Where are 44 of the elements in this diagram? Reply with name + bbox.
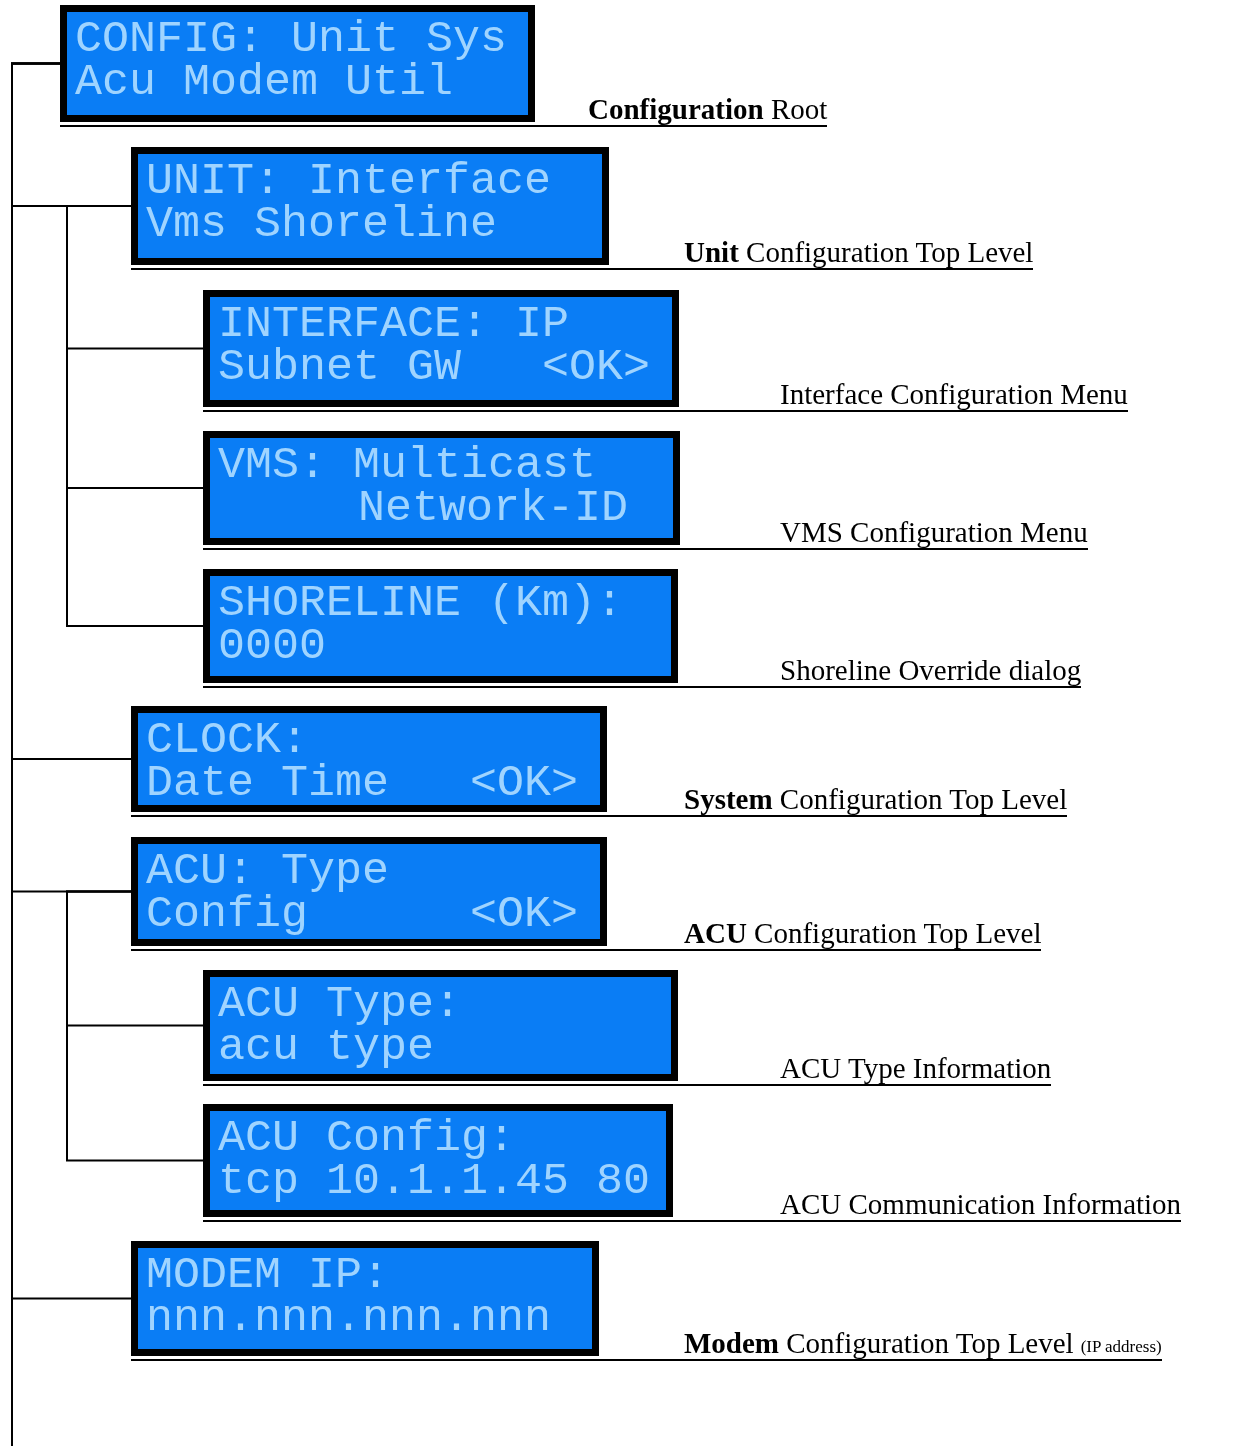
lcd-text: tcp 10.1.1.45 80 xyxy=(218,1160,652,1203)
lcd-text: Subnet GW <OK> xyxy=(218,346,652,389)
underlined-menu-item xyxy=(131,837,1042,951)
connector-line xyxy=(66,205,204,627)
node-caption: System Configuration Top Level xyxy=(684,784,1068,814)
lcd-text: Network-ID xyxy=(357,487,630,530)
lcd-text: CONFIG: Unit Sys xyxy=(75,18,509,61)
node-caption: Interface Configuration Menu xyxy=(780,379,1128,409)
underlined-menu-item xyxy=(131,1241,1162,1361)
node-caption: Unit Configuration Top Level xyxy=(684,237,1034,267)
lcd-text: ACU Type: xyxy=(218,983,463,1026)
underlined-menu-item xyxy=(131,147,1034,270)
lcd-text: Vms Shoreline xyxy=(146,203,499,246)
node-caption: Configuration Root xyxy=(588,94,828,124)
node-caption: ACU Communication Information xyxy=(780,1189,1182,1219)
lcd-text: Date Time <OK> xyxy=(146,762,580,805)
lcd-text: ACU: Type xyxy=(146,850,391,893)
lcd-text: MODEM IP: xyxy=(146,1254,391,1297)
lcd-text: SHORELINE (Km): xyxy=(218,582,625,625)
connector-line xyxy=(11,62,132,1300)
node-caption: ACU Configuration Top Level xyxy=(684,918,1042,948)
underlined-menu-item xyxy=(203,431,1088,550)
underlined-menu-item xyxy=(203,970,1052,1086)
lcd-text: UNIT: Interface xyxy=(146,160,553,203)
underlined-menu-item xyxy=(203,569,1082,688)
node-caption: Modem Configuration Top Level xyxy=(684,1328,1074,1358)
node-caption: (IP address) xyxy=(1080,1337,1162,1357)
underlined-menu-item xyxy=(131,706,1068,817)
lcd-text: CLOCK: xyxy=(146,719,309,762)
connector-line xyxy=(66,890,204,1162)
underlined-menu-item xyxy=(60,5,828,127)
lcd-text: nnn.nnn.nnn.nnn xyxy=(146,1297,553,1340)
underlined-menu-item xyxy=(203,1104,1182,1222)
lcd-text: ACU Config: xyxy=(218,1117,517,1160)
node-caption: Shoreline Override dialog xyxy=(780,655,1082,685)
node-caption: ACU Type Information xyxy=(780,1053,1052,1083)
lcd-text: INTERFACE: IP xyxy=(218,303,571,346)
lcd-text: VMS: Multicast xyxy=(218,444,597,487)
node-caption: VMS Configuration Menu xyxy=(780,517,1088,547)
lcd-text: acu type xyxy=(218,1026,435,1069)
underlined-menu-item xyxy=(203,290,1128,412)
lcd-text: Acu Modem Util xyxy=(75,61,454,104)
lcd-text: Config <OK> xyxy=(146,893,580,936)
lcd-text: 0000 xyxy=(218,625,328,668)
